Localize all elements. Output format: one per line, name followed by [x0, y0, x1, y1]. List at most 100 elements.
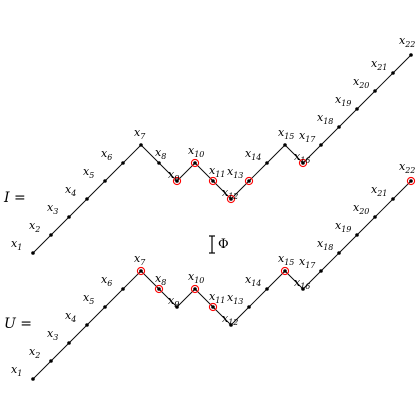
- node-label-U-11: x11: [209, 290, 225, 305]
- node-label-U-14: x14: [245, 273, 261, 288]
- path-segment: [140, 144, 160, 164]
- node-U-3: [67, 341, 71, 345]
- path-segment: [50, 216, 70, 236]
- node-label-U-20: x20: [353, 201, 369, 216]
- node-U-22: [409, 179, 413, 183]
- path-segment: [356, 216, 376, 236]
- node-I-8: [157, 161, 161, 165]
- node-U-14: [265, 287, 269, 291]
- path-segment: [176, 288, 196, 308]
- node-U-18: [337, 251, 341, 255]
- path-segment: [284, 144, 304, 164]
- path-segment: [68, 198, 88, 218]
- node-I-17: [319, 143, 323, 147]
- path-segment: [338, 234, 358, 254]
- path-U: U =x1x2x3x4x5x6x7x8x9x10x11x12x13x14x15x…: [4, 160, 415, 381]
- node-label-U-17: x17: [299, 255, 316, 270]
- node-label-U-22: x22: [399, 160, 415, 175]
- path-segment: [230, 180, 250, 200]
- path-segment: [248, 162, 268, 182]
- node-U-4: [85, 323, 89, 327]
- node-label-I-8: x8: [155, 146, 166, 161]
- path-segment: [158, 288, 178, 308]
- path-segment: [50, 342, 70, 362]
- path-segment: [320, 126, 340, 146]
- node-label-U-7: x7: [134, 252, 146, 267]
- node-label-U-12: x12: [222, 312, 238, 327]
- node-U-13: [247, 305, 251, 309]
- node-label-I-7: x7: [134, 126, 146, 141]
- row-label-U: U =: [4, 316, 32, 332]
- path-segment: [356, 90, 376, 110]
- highlight-ring-U-10: [190, 284, 200, 294]
- path-segment: [302, 270, 322, 290]
- highlight-ring-I-13: [244, 176, 254, 186]
- node-label-I-6: x6: [101, 147, 112, 162]
- node-label-U-10: x10: [188, 270, 204, 285]
- node-label-U-1: x1: [11, 363, 22, 378]
- path-segment: [104, 288, 124, 308]
- path-segment: [392, 180, 412, 200]
- node-label-U-15: x15: [278, 252, 294, 267]
- node-label-I-21: x21: [371, 57, 387, 72]
- node-label-I-4: x4: [65, 183, 76, 198]
- node-U-6: [121, 287, 125, 291]
- node-I-12: [229, 197, 233, 201]
- node-label-U-2: x2: [29, 345, 40, 360]
- highlight-ring-U-15: [280, 266, 290, 276]
- node-I-7: [139, 143, 143, 147]
- path-segment: [266, 270, 286, 290]
- node-U-16: [301, 287, 305, 291]
- path-I: I =x1x2x3x4x5x6x7x8x9x10x11x12x13x14x15x…: [3, 34, 415, 255]
- path-segment: [86, 306, 106, 326]
- highlight-ring-U-7: [136, 266, 146, 276]
- highlight-ring-U-11: [208, 302, 218, 312]
- node-label-I-5: x5: [83, 165, 94, 180]
- path-segment: [374, 72, 394, 92]
- node-U-8: [157, 287, 161, 291]
- path-segment: [338, 108, 358, 128]
- highlight-ring-I-9: [172, 176, 182, 186]
- path-segment: [266, 144, 286, 164]
- path-segment: [68, 324, 88, 344]
- node-label-U-4: x4: [65, 309, 76, 324]
- node-label-U-16: x16: [294, 276, 310, 291]
- node-I-16: [301, 161, 305, 165]
- node-I-2: [49, 233, 53, 237]
- node-I-9: [175, 179, 179, 183]
- node-I-11: [211, 179, 215, 183]
- node-I-6: [121, 161, 125, 165]
- node-label-I-11: x11: [209, 164, 225, 179]
- path-segment: [392, 54, 412, 74]
- node-label-I-16: x16: [294, 150, 310, 165]
- node-I-5: [103, 179, 107, 183]
- path-segment: [32, 234, 52, 254]
- node-label-I-17: x17: [299, 129, 316, 144]
- node-label-U-5: x5: [83, 291, 94, 306]
- path-segment: [320, 252, 340, 272]
- path-segment: [284, 270, 304, 290]
- node-label-I-18: x18: [317, 111, 333, 126]
- node-label-I-1: x1: [11, 237, 22, 252]
- highlight-ring-I-16: [298, 158, 308, 168]
- node-label-I-22: x22: [399, 34, 415, 49]
- path-segment: [248, 288, 268, 308]
- node-label-I-12: x12: [222, 186, 238, 201]
- highlight-ring-U-8: [154, 284, 164, 294]
- path-segment: [122, 270, 142, 290]
- node-U-19: [355, 233, 359, 237]
- node-I-3: [67, 215, 71, 219]
- node-label-I-13: x13: [227, 165, 243, 180]
- node-label-I-15: x15: [278, 126, 294, 141]
- path-segment: [158, 162, 178, 182]
- node-I-4: [85, 197, 89, 201]
- node-label-I-2: x2: [29, 219, 40, 234]
- path-segment: [194, 162, 214, 182]
- node-I-13: [247, 179, 251, 183]
- path-segment: [212, 306, 232, 326]
- node-U-1: [31, 377, 35, 381]
- path-segment: [140, 270, 160, 290]
- path-segment: [176, 162, 196, 182]
